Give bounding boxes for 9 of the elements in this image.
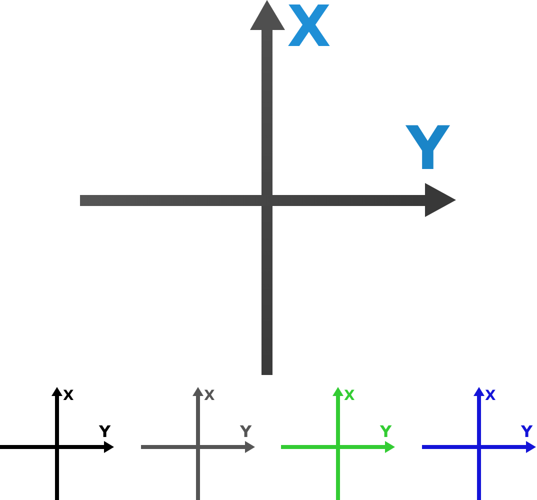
axis-label: X [63, 391, 74, 402]
axis-label: X [204, 391, 215, 402]
axis-label: X [344, 391, 355, 402]
axis-label: X [287, 7, 331, 49]
axis-label: Y [99, 426, 111, 438]
axis-label: Y [521, 426, 533, 438]
axis-label: Y [380, 426, 392, 438]
axis-label: Y [240, 426, 252, 438]
axis-label: X [485, 391, 496, 402]
